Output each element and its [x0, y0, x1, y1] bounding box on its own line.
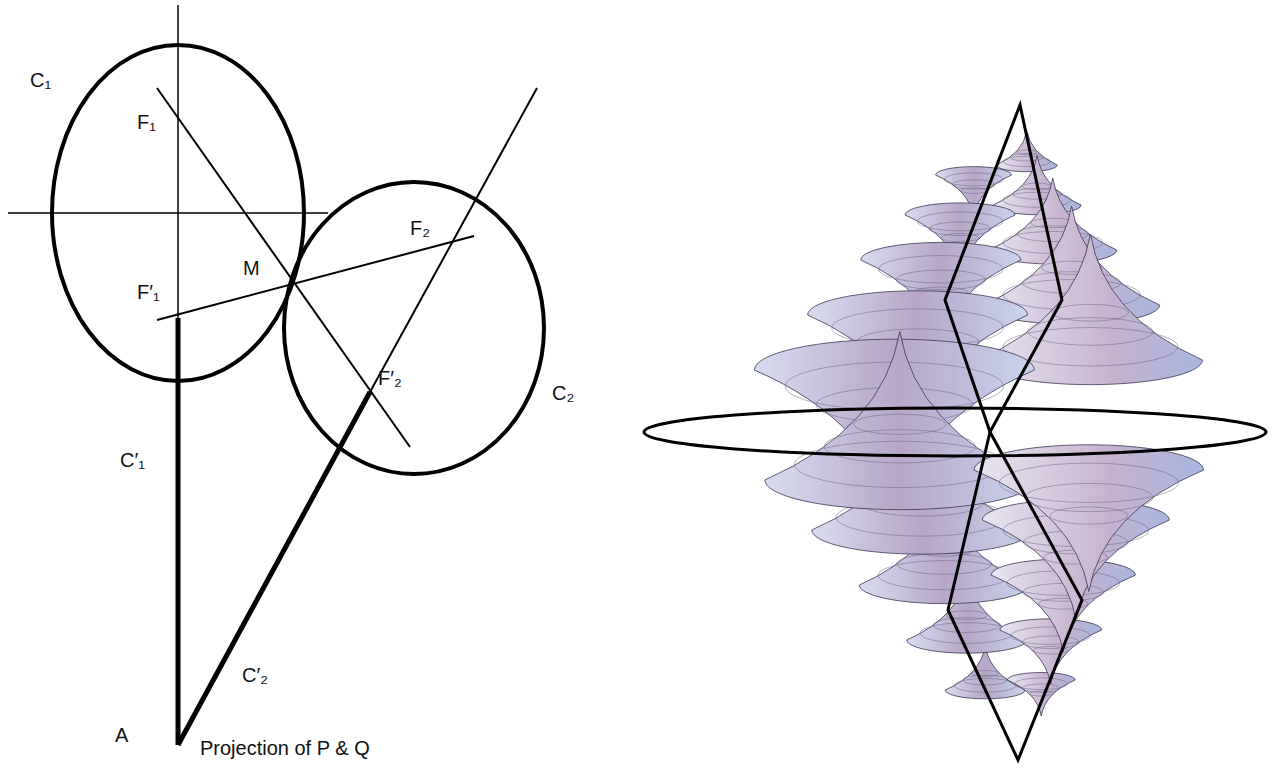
surface-illustration — [754, 131, 1203, 716]
surface-grid — [1023, 583, 1104, 601]
surface-sheet — [765, 332, 1035, 510]
left-construction — [8, 5, 544, 745]
curve-label: C₂ — [552, 383, 574, 403]
surface-grid — [1030, 691, 1053, 696]
curve-label: C₁ — [30, 70, 51, 90]
surface-grid — [1025, 483, 1154, 511]
surface-grid — [1003, 156, 1050, 166]
curve-label: C′₁ — [120, 450, 145, 470]
point-label: M — [243, 258, 260, 278]
surface-grid — [878, 256, 1003, 283]
surface-grid — [1052, 304, 1128, 321]
axis-lines — [644, 105, 1266, 760]
surface-grid — [795, 441, 1006, 487]
surface-grid — [941, 234, 978, 242]
surface-grid — [961, 188, 987, 194]
curve-label: C′₂ — [242, 665, 268, 685]
surface-grid — [917, 212, 1003, 231]
point-label: F′₁ — [137, 282, 160, 302]
surface-grid — [854, 414, 946, 434]
point-label: F₁ — [137, 112, 156, 132]
point-label: F′₂ — [378, 368, 402, 388]
surface-grid — [1011, 627, 1091, 645]
surface-grid — [920, 623, 1014, 644]
surface-grid — [1050, 507, 1128, 524]
caption-note: Projection of P & Q — [200, 738, 370, 758]
surface-grid — [1016, 150, 1037, 155]
surface-grid — [824, 430, 975, 463]
point-label: A — [115, 725, 128, 745]
surface-sheet — [1007, 673, 1075, 716]
point-label: F₂ — [410, 218, 430, 238]
